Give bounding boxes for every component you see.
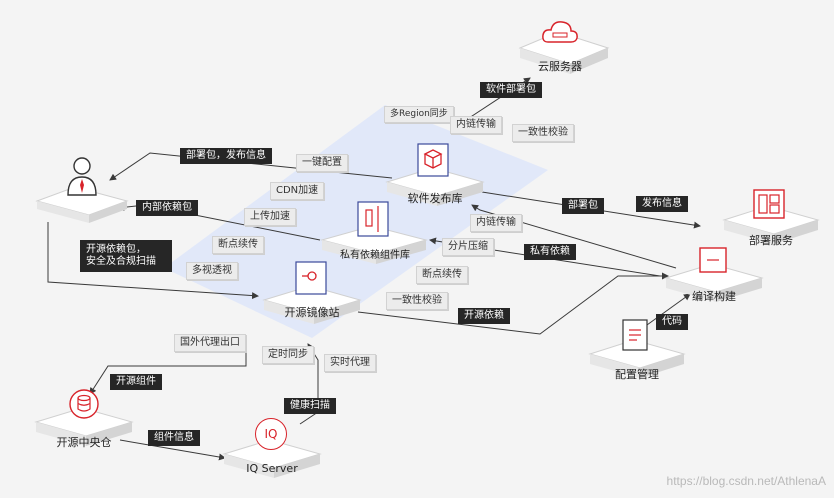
tag-private-dep: 私有依赖 (524, 244, 576, 260)
highlight-band (164, 105, 548, 338)
private-repo-label: 私有依赖组件库 (340, 250, 410, 261)
wire-mirror-to-build (357, 272, 669, 335)
node-user[interactable] (35, 155, 130, 223)
cloud-icon (542, 21, 578, 43)
document-icon (622, 319, 648, 351)
tag-one-click: 一键配置 (296, 154, 348, 172)
tag-oss-dep-pkg: 开源依赖包， 安全及合规扫描 (80, 240, 172, 272)
tag-consistency-top: 一致性校验 (512, 124, 574, 142)
database-icon (69, 389, 99, 419)
package-box-icon (417, 143, 449, 177)
node-mirror-repo[interactable]: 开源镜像站 (262, 258, 362, 328)
oss-center-label: 开源中央仓 (56, 436, 112, 449)
iq-server-label: IQ Server (246, 462, 298, 475)
tag-foreign-proxy: 国外代理出口 (174, 334, 246, 352)
config-mgmt-label: 配置管理 (615, 368, 659, 381)
tag-shard-compress: 分片压缩 (442, 238, 494, 256)
tag-internal-dep-pkg: 内部依赖包 (136, 200, 198, 216)
tag-code: 代码 (656, 314, 688, 330)
library-book-icon (357, 201, 389, 237)
tag-oss-dep: 开源依赖 (458, 308, 510, 324)
tag-upload-accel: 上传加速 (244, 208, 296, 226)
tag-resume-right: 断点续传 (416, 266, 468, 284)
mirror-repo-label: 开源镜像站 (284, 306, 340, 319)
tag-internal-transfer-top: 内链传输 (450, 116, 502, 134)
tag-realtime-proxy: 实时代理 (324, 354, 376, 372)
node-cloud-server[interactable]: 云服务器 (510, 18, 610, 78)
node-deploy-service[interactable]: 部署服务 (722, 180, 820, 250)
tag-deploy-pkg: 部署包 (562, 198, 604, 214)
tag-internal-transfer-mid: 内链传输 (470, 214, 522, 232)
iq-icon-text: IQ (264, 427, 278, 441)
node-private-repo[interactable]: 私有依赖组件库 (320, 200, 430, 270)
iq-icon: IQ (255, 418, 287, 450)
node-oss-center[interactable]: 开源中央仓 (34, 388, 134, 452)
user-icon (67, 157, 97, 196)
tag-component-info: 组件信息 (148, 430, 200, 446)
node-software-repo[interactable]: 软件发布库 (385, 140, 485, 210)
tag-multi-region: 多Region同步 (384, 106, 454, 123)
wire-config-to-build (639, 293, 691, 331)
tag-oss-component: 开源组件 (110, 374, 162, 390)
build-window-icon (699, 247, 727, 273)
tag-deploy-publish: 部署包，发布信息 (180, 148, 272, 164)
wire-build-to-repo (471, 204, 677, 269)
tag-publish-info: 发布信息 (636, 196, 688, 212)
wire-person-to-mirror (47, 222, 259, 300)
tag-multi-view: 多视透视 (186, 262, 238, 280)
software-repo-label: 软件发布库 (407, 192, 463, 205)
watermark: https://blog.csdn.net/AthlenaA (666, 474, 826, 488)
node-iq-server[interactable]: IQ IQ Server (222, 418, 322, 484)
wire-oss-to-iq (119, 439, 226, 461)
tag-consistency-bottom: 一致性校验 (386, 292, 448, 310)
tag-resume-left: 断点续传 (212, 236, 264, 254)
tag-scheduled-sync: 定时同步 (262, 346, 314, 364)
tag-health-scan: 健康扫描 (284, 398, 336, 414)
tag-cdn: CDN加速 (270, 182, 325, 200)
tag-software-package: 软件部署包 (480, 82, 542, 98)
cloud-server-label: 云服务器 (538, 60, 582, 73)
deploy-grid-icon (753, 189, 785, 219)
build-label: 编译构建 (692, 290, 736, 303)
wire-proxy-to-oss (89, 342, 247, 395)
deploy-service-label: 部署服务 (749, 234, 793, 247)
node-build[interactable]: 编译构建 (664, 242, 764, 308)
node-config-mgmt[interactable]: 配置管理 (588, 318, 686, 384)
mirror-node-icon (295, 261, 327, 295)
